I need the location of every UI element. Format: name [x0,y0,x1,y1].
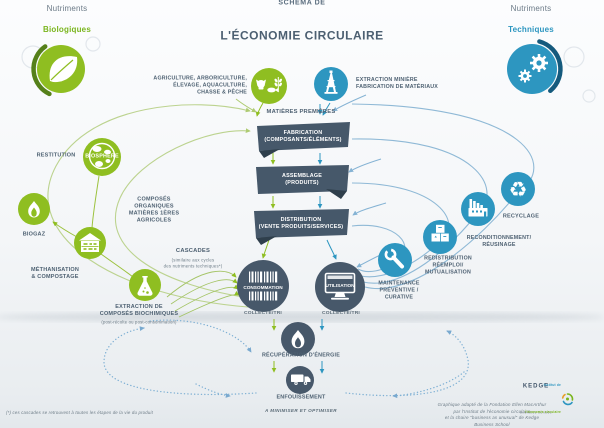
gears-icon [518,54,548,83]
biochemical-extraction-label: EXTRACTION DE COMPOSÉS BIOCHIMIQUES [99,303,179,317]
kedge-logo: KEDGE BUSINESS SCHOOL [520,362,552,428]
remanufacturing-node [461,192,495,226]
factory-icon [468,199,488,217]
wrench-icon [384,247,404,269]
landfill-node [286,366,314,394]
footnote: (*) ces cascades se retrouvent à toutes … [6,410,154,416]
use-label: UTILISATION [325,282,355,288]
monitor-icon [324,272,356,300]
cascades-label: CASCADES [175,248,211,255]
biosphere-label: BIOSPHÈRE [85,153,119,160]
legend-biological-line2: Biologiques [43,25,91,35]
methanisation-node [74,227,106,259]
oil-derrick-icon [324,70,338,94]
minimize-note: A MINIMISER ET OPTIMISER [265,408,337,414]
restitution-label: RESTITUTION [36,152,76,159]
stage-distribution: DISTRIBUTION (VENTE PRODUITS/SERVICES) [258,216,344,230]
livestock-icon [256,77,282,93]
energy-recovery-node [281,322,315,356]
cascades-note: (similaire aux cycles des nutriments tec… [163,257,223,268]
energy-flame-icon [291,330,305,349]
landfill-label: ENFOUISSEMENT [276,394,326,401]
page-title-line1: SCHÉMA DE [278,0,326,7]
institut-logo-line1: Institut de [543,383,561,388]
institut-logo-line2: l'économie circulaire [525,410,561,415]
agriculture-label: AGRICULTURE, ARBORICULTURE, ÉLEVAGE, AQU… [153,75,247,96]
dotted-loops [103,319,469,399]
kedge-logo-subtext: BUSINESS SCHOOL [519,411,553,415]
legend-technical-line1: Nutriments [510,4,552,14]
remanufacturing-label: RECONDITIONNEMENT/ RÉUSINAGE [466,235,532,248]
cascades-arcs [166,270,240,318]
legend-technical: Nutriments Techniques [508,0,554,46]
biogaz-label: BIOGAZ [22,231,46,238]
flame-icon [28,201,40,218]
use-node [315,262,365,312]
biosphere-node [83,138,121,176]
biochemical-extraction-node [129,269,161,301]
biochemical-extraction-note: (post-récolte ou post-consommation) [101,318,177,324]
leaf-icon [49,56,78,83]
maintenance-node [378,243,412,277]
organic-compounds-label: COMPOSÉS ORGANIQUES MATIÈRES 1ÈRES AGRIC… [128,196,180,225]
redistribution-label: REDISTRIBUTION RÉEMPLOI/ MUTUALISATION [424,255,472,276]
stage-fabrication: FABRICATION (COMPOSANTS/ÉLÉMENTS) [264,129,342,143]
agriculture-node [251,68,287,104]
consumption-label: CONSOMMATION [243,284,283,290]
globe-icon [88,142,116,170]
institut-logo-text: Institut de l'économie circulaire [525,361,561,428]
collect-sort-right: COLLECTE/TRI [322,310,360,316]
redistribution-node [423,220,457,254]
boxes-icon [431,224,449,242]
flask-icon [137,276,153,296]
gears-node [507,39,563,94]
recycle-icon: ♻ [509,178,528,202]
crease-shadow [0,312,604,322]
energy-recovery-label: RÉCUPÉRATION D'ÉNERGIE [261,352,341,359]
legend-biological: Nutriments Biologiques [43,0,91,46]
compost-bin-icon [79,233,101,252]
biogaz-node [18,193,50,225]
page-title-line2: L'ÉCONOMIE CIRCULAIRE [220,28,384,43]
raw-materials-label: MATIÈRES PREMIÈRES [266,109,336,116]
truck-icon [291,374,311,385]
barcode-icon [249,271,278,301]
legend-technical-line2: Techniques [508,25,554,35]
recycling-node: ♻ [501,172,535,206]
funnel-banners [254,122,350,245]
credit-line: Graphique adapté de la Fondation Ellen M… [437,401,547,427]
institut-logo-emblem [561,393,574,406]
collect-sort-left: COLLECTE/TRI [244,310,282,316]
mining-node [314,67,348,101]
green-arrows [52,98,277,373]
kedge-logo-text: KEDGE [522,383,550,390]
methanisation-label: MÉTHANISATION & COMPOSTAGE [30,266,80,280]
maintenance-label: MAINTENANCE PRÉVENTIVE / CURATIVE [378,280,420,301]
mining-label: EXTRACTION MINIÈRE FABRICATION DE MATÉRI… [356,77,438,90]
legend-biological-line1: Nutriments [46,4,88,14]
leaf-node [31,44,85,97]
recycling-label: RECYCLAGE [502,213,540,220]
consumption-node [237,260,289,312]
page-title: SCHÉMA DE L'ÉCONOMIE CIRCULAIRE [220,0,383,65]
stage-assemblage: ASSEMBLAGE (PRODUITS) [281,172,323,186]
